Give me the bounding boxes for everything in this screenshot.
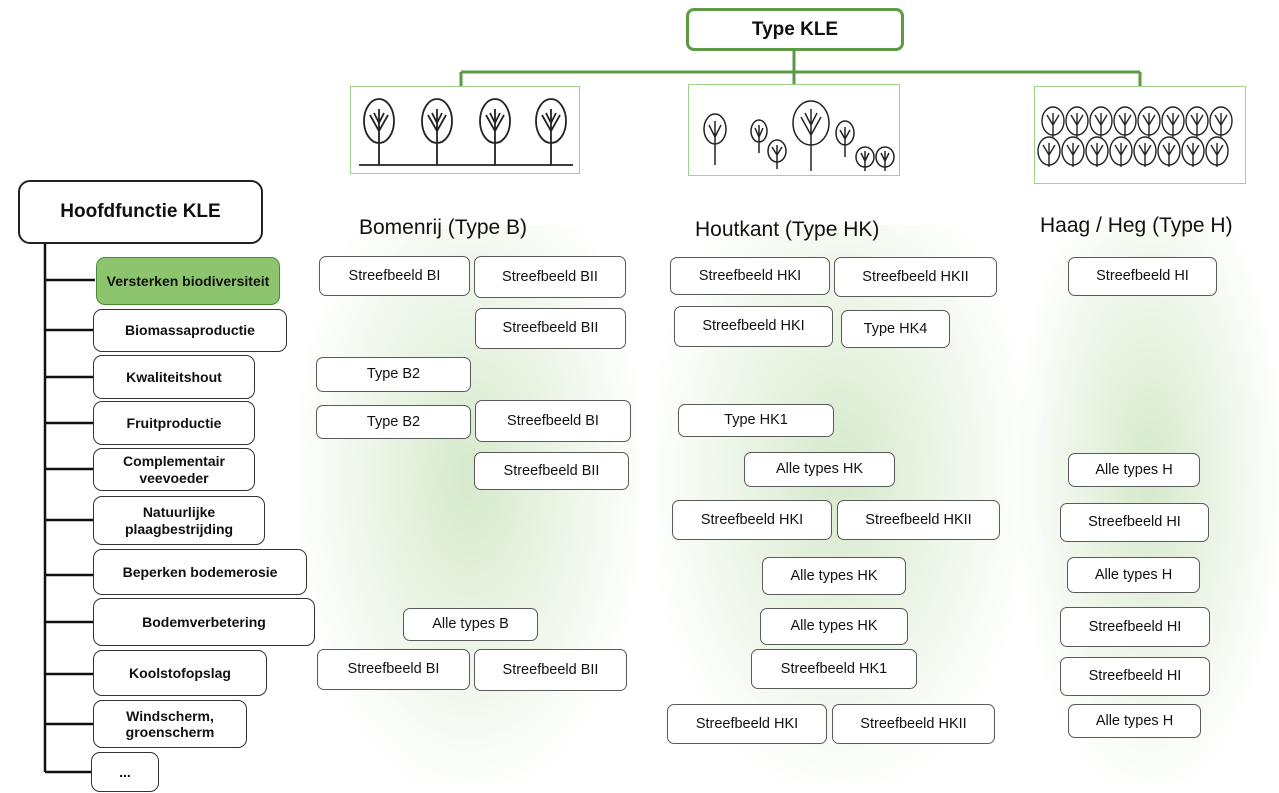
function-fruitproductie: Fruitproductie bbox=[93, 401, 255, 445]
cell-hk-fruit: Type HK1 bbox=[678, 404, 834, 437]
function-kwaliteitshout: Kwaliteitshout bbox=[93, 355, 255, 399]
cell-b-biodiversiteit-1: Streefbeeld BI bbox=[319, 256, 470, 296]
function-beperken-bodemerosie: Beperken bodemerosie bbox=[93, 549, 307, 595]
cell-hk-biodiversiteit-2: Streefbeeld HKII bbox=[834, 257, 997, 297]
cell-h-erosie: Alle types H bbox=[1067, 557, 1200, 593]
cell-h-bodemverbetering: Streefbeeld HI bbox=[1060, 607, 1210, 647]
function-versterken-biodiversiteit: Versterken biodiversiteit bbox=[96, 257, 280, 305]
cell-h-biodiversiteit: Streefbeeld HI bbox=[1068, 257, 1217, 296]
type-kle-title: Type KLE bbox=[751, 18, 839, 40]
cell-b-biomassa: Streefbeeld BII bbox=[475, 308, 626, 349]
cell-hk-biomassa-2: Type HK4 bbox=[841, 310, 950, 348]
cell-h-plaag: Streefbeeld HI bbox=[1060, 503, 1209, 542]
cell-b-koolstof-2: Streefbeeld BII bbox=[474, 649, 627, 691]
function-complementair-veevoeder: Complementair veevoeder bbox=[93, 448, 255, 491]
function-natuurlijke-plaagbestrijding: Natuurlijke plaagbestrijding bbox=[93, 496, 265, 545]
cell-hk-bodemverbetering: Alle types HK bbox=[760, 608, 908, 645]
cell-b-fruit-1: Type B2 bbox=[316, 405, 471, 439]
hoofdfunctie-title: Hoofdfunctie KLE bbox=[60, 201, 221, 222]
cell-hk-biodiversiteit-1: Streefbeeld HKI bbox=[670, 257, 830, 295]
function-windscherm-groenscherm: Windscherm, groenscherm bbox=[93, 700, 247, 748]
cell-hk-windscherm-2: Streefbeeld HKII bbox=[832, 704, 995, 744]
cell-hk-koolstof: Streefbeeld HK1 bbox=[751, 649, 917, 689]
function-biomassaproductie: Biomassaproductie bbox=[93, 309, 287, 352]
cell-hk-plaag-2: Streefbeeld HKII bbox=[837, 500, 1000, 540]
cell-b-fruit-2: Streefbeeld BI bbox=[475, 400, 631, 442]
cell-hk-veevoeder: Alle types HK bbox=[744, 452, 895, 487]
cell-h-veevoeder: Alle types H bbox=[1068, 453, 1200, 487]
cell-hk-windscherm-1: Streefbeeld HKI bbox=[667, 704, 827, 744]
cell-b-kwaliteitshout: Type B2 bbox=[316, 357, 471, 392]
cell-b-biodiversiteit-2: Streefbeeld BII bbox=[474, 256, 626, 298]
bomenrij-illustration bbox=[350, 86, 580, 174]
cell-b-bodemverbetering: Alle types B bbox=[403, 608, 538, 641]
cell-hk-biomassa-1: Streefbeeld HKI bbox=[674, 306, 833, 347]
haag-illustration bbox=[1034, 86, 1246, 184]
type-kle-box: Type KLE bbox=[686, 8, 904, 51]
cell-hk-plaag-1: Streefbeeld HKI bbox=[672, 500, 832, 540]
cell-h-koolstof: Streefbeeld HI bbox=[1060, 657, 1210, 696]
function-ellipsis: ... bbox=[91, 752, 159, 792]
function-koolstofopslag: Koolstofopslag bbox=[93, 650, 267, 696]
column-title-houtkant: Houtkant (Type HK) bbox=[695, 218, 880, 241]
houtkant-illustration bbox=[688, 84, 900, 176]
column-title-bomenrij: Bomenrij (Type B) bbox=[359, 216, 528, 239]
function-bodemverbetering: Bodemverbetering bbox=[93, 598, 315, 646]
cell-b-koolstof-1: Streefbeeld BI bbox=[317, 649, 470, 690]
column-title-haag: Haag / Heg (Type H) bbox=[1040, 214, 1233, 237]
cell-b-veevoeder: Streefbeeld BII bbox=[474, 452, 629, 490]
hoofdfunctie-box: Hoofdfunctie KLE bbox=[18, 180, 263, 244]
cell-hk-erosie: Alle types HK bbox=[762, 557, 906, 595]
cell-h-windscherm: Alle types H bbox=[1068, 704, 1201, 738]
